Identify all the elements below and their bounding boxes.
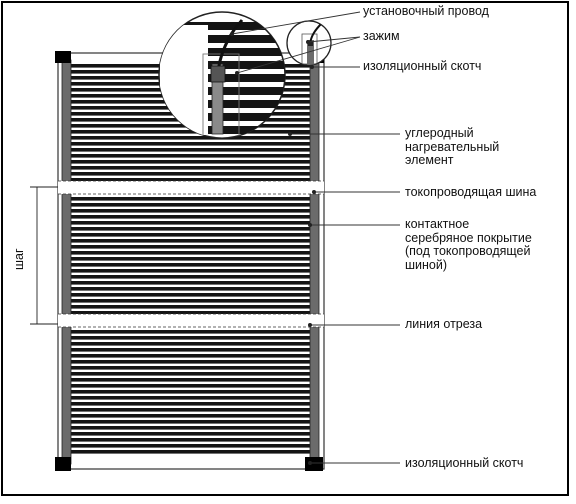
- carbon-stripe: [66, 390, 316, 394]
- carbon-stripe: [66, 336, 316, 340]
- carbon-stripe: [66, 275, 316, 279]
- carbon-stripe: [66, 257, 316, 261]
- leader-lines: [231, 11, 400, 464]
- pitch-dimension: [30, 186, 58, 325]
- carbon-stripe: [66, 178, 316, 182]
- carbon-stripe: [66, 221, 316, 225]
- carbon-stripe: [66, 136, 316, 140]
- carbon-stripe: [66, 438, 316, 442]
- carbon-stripe: [66, 384, 316, 388]
- carbon-stripe: [66, 305, 316, 309]
- left-bus-bar: [61, 59, 72, 465]
- carbon-stripe: [66, 360, 316, 364]
- label-pitch: шаг: [12, 248, 26, 270]
- carbon-stripe: [66, 420, 316, 424]
- magnified-stripe: [160, 35, 285, 43]
- carbon-stripe: [66, 372, 316, 376]
- carbon-stripe: [66, 293, 316, 297]
- clamp-icon: [210, 65, 226, 83]
- label-silver-coating: контактное серебряное покрытие (под токо…: [405, 217, 532, 272]
- carbon-stripe: [66, 450, 316, 454]
- carbon-stripe: [66, 130, 316, 134]
- carbon-stripe: [66, 269, 316, 273]
- carbon-stripe: [66, 444, 316, 448]
- carbon-stripe: [66, 396, 316, 400]
- carbon-stripe: [66, 311, 316, 315]
- carbon-stripe: [66, 378, 316, 382]
- label-carbon-element: углеродный нагревательный элемент: [405, 126, 500, 167]
- black-square-icon: [55, 457, 71, 471]
- black-square-icon: [55, 51, 71, 63]
- carbon-stripe: [66, 227, 316, 231]
- carbon-stripe: [66, 263, 316, 267]
- carbon-stripe: [66, 426, 316, 430]
- figure-border: [1, 1, 569, 496]
- carbon-stripe: [66, 354, 316, 358]
- carbon-stripe: [66, 166, 316, 170]
- carbon-stripe: [66, 414, 316, 418]
- carbon-stripe: [66, 402, 316, 406]
- carbon-stripe: [66, 330, 316, 334]
- carbon-stripe: [66, 408, 316, 412]
- label-insulation-tape-bottom: изоляционный скотч: [405, 456, 524, 470]
- label-install-wire: установочный провод: [363, 4, 489, 18]
- label-bus-bar: токопроводящая шина: [405, 185, 537, 199]
- carbon-stripe: [66, 432, 316, 436]
- right-bus-bar: [309, 59, 320, 465]
- carbon-stripe: [66, 239, 316, 243]
- carbon-stripe: [66, 197, 316, 201]
- carbon-stripe: [66, 209, 316, 213]
- carbon-stripe: [66, 215, 316, 219]
- carbon-stripe: [66, 366, 316, 370]
- carbon-stripe: [66, 148, 316, 152]
- carbon-stripe: [66, 299, 316, 303]
- carbon-stripe: [66, 203, 316, 207]
- carbon-stripe: [66, 251, 316, 255]
- carbon-stripe: [66, 281, 316, 285]
- cut-band-lower: [58, 313, 324, 328]
- magnified-stripe: [160, 22, 285, 30]
- label-cut-line: линия отреза: [405, 317, 483, 331]
- leader-dots: [230, 32, 316, 465]
- carbon-stripe: [66, 142, 316, 146]
- carbon-stripe: [66, 348, 316, 352]
- label-insulation-tape-top: изоляционный скотч: [363, 59, 482, 73]
- black-square-icon: [305, 457, 323, 471]
- carbon-stripe: [66, 287, 316, 291]
- magnifier-circle-icon: [158, 11, 286, 139]
- label-clamp: зажим: [363, 29, 400, 43]
- carbon-stripe: [66, 172, 316, 176]
- carbon-stripe: [66, 160, 316, 164]
- carbon-stripe: [66, 233, 316, 237]
- cut-band-upper: [58, 180, 324, 195]
- carbon-stripe: [66, 154, 316, 158]
- carbon-stripe: [66, 245, 316, 249]
- carbon-stripe: [66, 342, 316, 346]
